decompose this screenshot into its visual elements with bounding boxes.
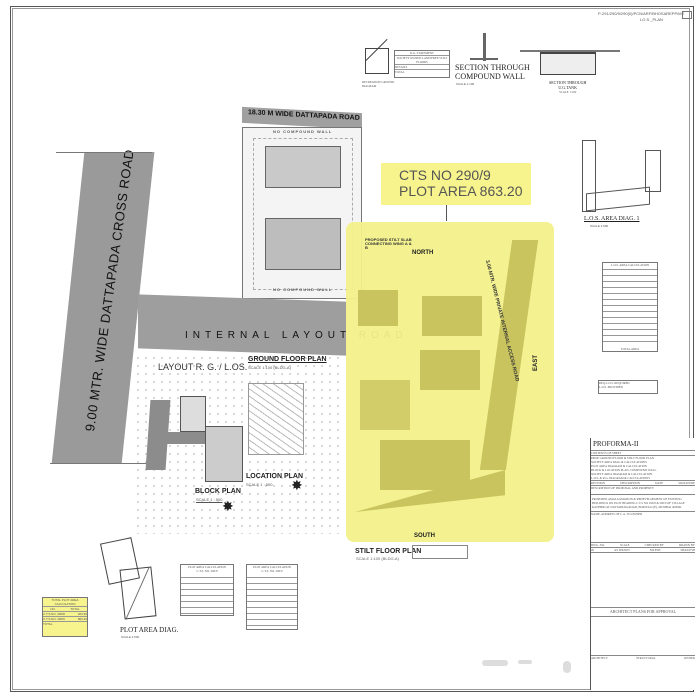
location-plan-scale: SCALE 1 : 500 <box>246 482 273 487</box>
plot-area-diag-scale: SCALE 1:500 <box>121 635 140 639</box>
stilt-floor-area-table <box>412 545 468 559</box>
drawing-inner-border <box>12 8 690 690</box>
wing-block-2 <box>422 296 482 336</box>
location-plan-map <box>248 383 304 455</box>
scale-value-row: 20 AS SHOWN NILESH SHAILESH <box>591 548 695 553</box>
internal-layout-road <box>138 294 346 356</box>
faint-mark-1 <box>482 660 508 666</box>
callout-leader-line <box>446 205 447 221</box>
drawing-subcode: LO.S._PLAN <box>640 17 663 22</box>
wing-block-5 <box>380 440 470 490</box>
ground-floor-plan-scale: SCALE 1:100 (BLDG-A) <box>248 365 291 370</box>
plot-area-diag-title: PLOT AREA DIAG. <box>120 626 179 634</box>
revision-header-row: REVISION DESCRIPTION DATE SIGNATURE <box>591 481 695 486</box>
rg-diagram-caption: RECREATION GROUND DIAGRAM <box>362 80 395 88</box>
north-label: NORTH <box>412 250 434 256</box>
faint-mark-2 <box>518 660 532 664</box>
block-plan-building-2 <box>205 426 243 482</box>
wing-block-4 <box>360 380 410 430</box>
plot-area-calc-table-1: PLOT AREA CALCULATION C.T.S. NO. 290/8 <box>180 564 234 616</box>
stilt-floor-plan-scale: SCALE 1:100 (BLDG-A) <box>356 556 399 561</box>
block-plan-north-arrow-icon: ✸ <box>222 498 234 514</box>
los-diagram-left <box>582 140 596 212</box>
location-plan-title: LOCATION PLAN <box>246 473 304 480</box>
wing-block-1 <box>358 290 398 326</box>
east-label: EAST <box>533 354 540 372</box>
plot-area-diagram-lower <box>119 566 157 620</box>
los-diagram-right <box>645 150 661 192</box>
faint-mark-3 <box>563 661 571 673</box>
section-compound-wall-scale: SCALE 1:100 <box>456 82 475 86</box>
proposal-description: PROPOSED AMALGAMATION & REDEVELOPMENT OF… <box>591 495 695 512</box>
ug-tank-section-drawing <box>540 52 596 75</box>
plot-area: PLOT AREA 863.20 <box>399 183 523 199</box>
drawing-code: P-291/290/9/290(0)/PCN/ARF/BHOSAREPP/ME <box>598 11 685 16</box>
block-plan-title: BLOCK PLAN <box>195 488 241 495</box>
stilt-floor-plan-title: STILT FLOOR PLAN <box>355 548 422 555</box>
los-area-diag-scale: SCALE 1:500 <box>590 224 609 228</box>
los-area-diag-title: L.O.S. AREA DIAG. 1 <box>584 216 640 222</box>
layout-rg-title: LAYOUT R. G. / L.OS. <box>158 362 248 372</box>
south-label: SOUTH <box>414 533 435 539</box>
section-ug-tank-title: SECTION THROUGH U.G.TANK SCALE 1:100 <box>549 80 587 94</box>
rg-diagram <box>365 38 389 74</box>
drawing-border <box>10 6 694 692</box>
wing-block-3 <box>420 350 480 390</box>
proforma-title: PROFORMA-II <box>591 438 695 451</box>
cts-number: CTS NO 290/9 <box>399 167 491 183</box>
gf-flats-block <box>265 146 341 188</box>
compound-wall-section-drawing <box>483 33 486 61</box>
stilt-slab-note: PROPOSED STILT SLAB CONNECTING WING A & … <box>365 237 412 250</box>
location-plan-north-arrow-icon: ✸ <box>291 477 303 493</box>
los-calculation-table: L.O.S. AREA CALCULATION TOTAL AREA <box>602 262 658 352</box>
total-plot-area-table: TOTAL PLOT AREA CALCULATION NO. TOTAL C.… <box>42 597 88 637</box>
contents-label: CONTENTS OF SHEET <box>591 451 695 456</box>
ug-tank-ground-line <box>520 50 620 52</box>
internal-road-label: INTERNAL LAYOUT ROAD <box>185 330 408 341</box>
owner-details: NAME, ADDRESS OF C.A. TO OWNER <box>591 512 695 543</box>
sheet-number-box <box>682 11 692 19</box>
scale-header-row: DWG. NO. SCALE CHECKED BY DRAWN BY <box>591 543 695 548</box>
section-compound-wall-title: SECTION THROUGH COMPOUND WALL <box>455 63 530 81</box>
footer-row: ARCHITECT STRUCTURAL OWNER <box>591 656 695 660</box>
gf-parking-block <box>265 218 341 270</box>
road-end-line-bottom <box>50 463 146 464</box>
road-end-line-top <box>56 152 152 153</box>
los-summary-box: REQ.L.O.S. REQUIRED L.O.S. PROVIDED <box>598 380 658 394</box>
compound-wall-footing <box>470 58 498 60</box>
plot-area-calc-table-2: PLOT AREA CALCULATION C.T.S. NO. 290/9 <box>246 564 298 630</box>
block-plan-scale: SCALE 1 : 500 <box>196 497 223 502</box>
block-plan-building-1 <box>180 396 206 432</box>
rg-statement-table: R.G. STATEMENT SOCIETY OWNED LAND/FREE S… <box>394 50 450 78</box>
cts-plot-area-callout: CTS NO 290/9 PLOT AREA 863.20 <box>381 163 531 205</box>
approval-label: ARCHITECT PLANS FOR APPROVAL <box>591 608 695 617</box>
ground-floor-plan-drawing: NO COMPOUND WALL NO COMPOUND WALL <box>242 127 362 299</box>
title-block: PROFORMA-II CONTENTS OF SHEET PROP. GROU… <box>590 438 695 690</box>
ground-floor-plan-title: GROUND FLOOR PLAN <box>248 356 327 363</box>
